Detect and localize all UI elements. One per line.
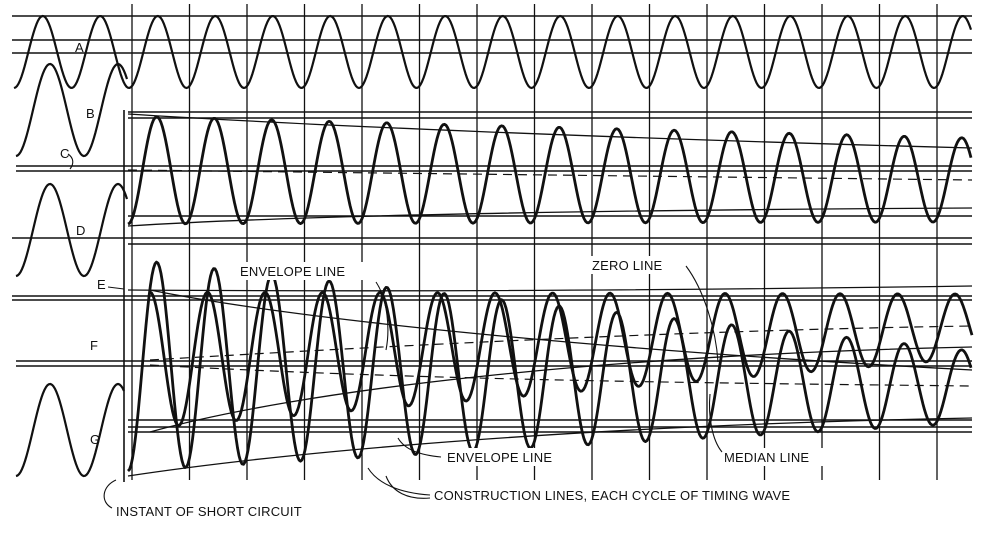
construction-pointer-b xyxy=(385,475,431,499)
waveforms-group xyxy=(13,14,974,478)
envelope-g-bottom xyxy=(127,417,973,477)
trace-g-pre-wave xyxy=(15,382,125,478)
envelope-upper-pointer xyxy=(375,281,389,351)
trace-d-wave xyxy=(127,115,973,226)
zero-line-label-bg xyxy=(588,256,686,274)
zero-line-label: ZERO LINE xyxy=(592,258,663,273)
zero-line-pointer xyxy=(685,265,719,363)
trace-g-wave xyxy=(127,260,973,472)
envelope-d-bottom xyxy=(127,207,973,227)
envelope-line-lower-label: ENVELOPE LINE xyxy=(447,450,552,465)
trace-c-pointer xyxy=(67,153,74,170)
trace-e-pointer xyxy=(107,286,125,290)
envelope-e-top xyxy=(127,285,973,292)
trace-label-a: A xyxy=(75,40,84,55)
envelope-lower-pointer xyxy=(397,437,442,458)
envelope-upper-label-bg xyxy=(236,262,382,280)
construction-lines-group xyxy=(123,4,938,482)
trace-label-g: G xyxy=(90,432,100,447)
trace-label-f: F xyxy=(90,338,98,353)
trace-label-c: C xyxy=(60,146,70,161)
construction-pointer-a xyxy=(367,467,431,496)
median-line-d xyxy=(127,169,973,181)
median-line-e xyxy=(149,325,973,361)
median-line-g xyxy=(149,364,973,387)
envelope-g-top xyxy=(149,289,973,371)
trace-b-wave xyxy=(15,62,129,158)
trace-e-wave xyxy=(149,290,974,427)
median-line-pointer xyxy=(708,393,723,453)
envelope-e-bottom xyxy=(149,346,973,433)
envelope-lower-label-bg xyxy=(443,448,583,466)
trace-label-b: B xyxy=(86,106,95,121)
trace-label-e: E xyxy=(97,277,106,292)
construction-label-bg xyxy=(430,486,892,504)
instant-of-short-circuit-label: INSTANT OF SHORT CIRCUIT xyxy=(116,504,302,519)
instant-pointer xyxy=(103,479,117,509)
construction-lines-label: CONSTRUCTION LINES, EACH CYCLE OF TIMING… xyxy=(434,488,790,503)
median-line-label: MEDIAN LINE xyxy=(724,450,809,465)
trace-label-d: D xyxy=(76,223,86,238)
trace-d-pre-wave xyxy=(15,182,129,278)
envelope-line-upper-label: ENVELOPE LINE xyxy=(240,264,345,279)
median-line-label-bg xyxy=(720,448,838,466)
envelope-d-top xyxy=(127,113,973,149)
instant-label-bg xyxy=(112,502,364,520)
trace-a-wave xyxy=(13,14,973,90)
